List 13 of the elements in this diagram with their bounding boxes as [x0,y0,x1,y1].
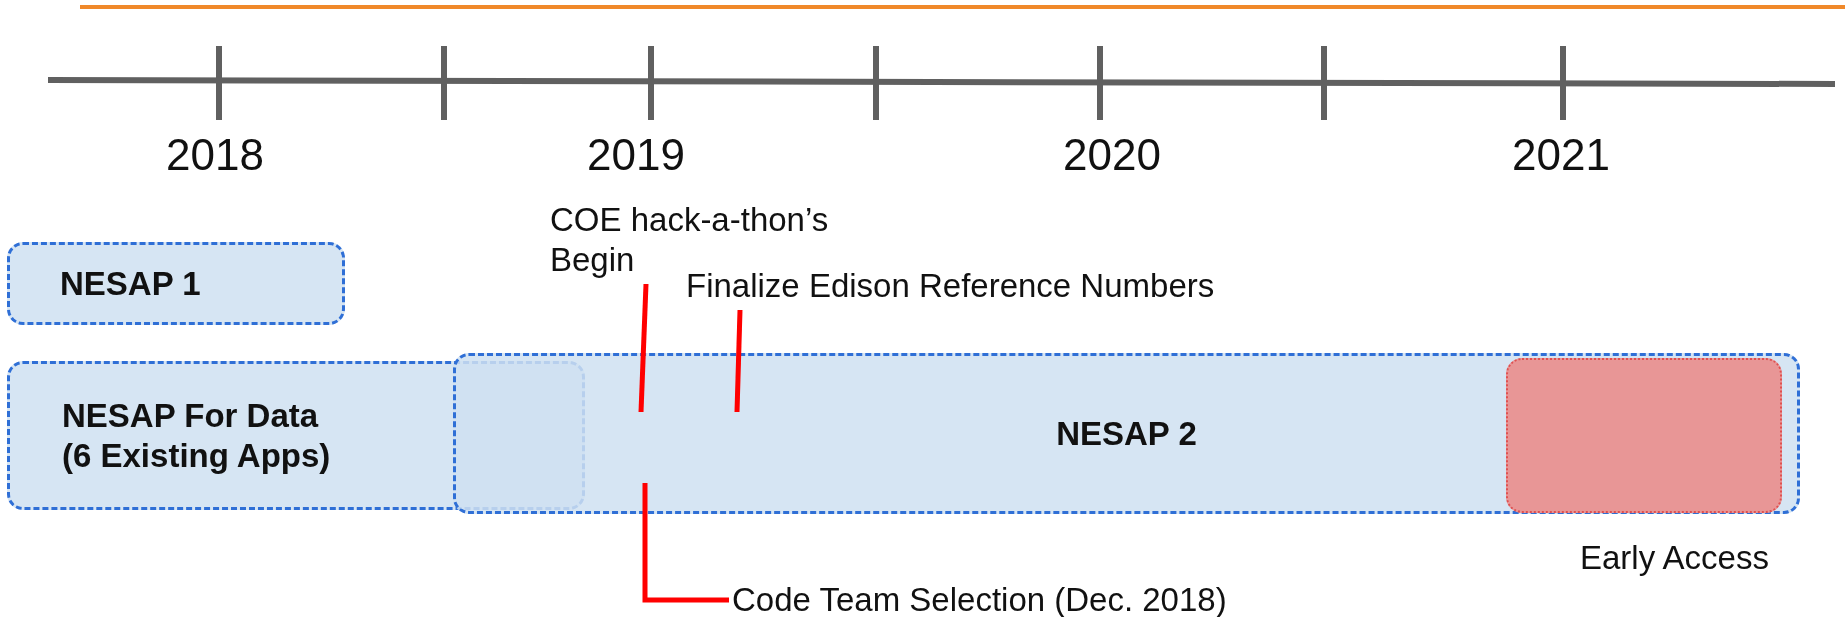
leader-line [734,309,743,413]
leader-line [642,483,729,603]
phase-box [7,242,345,325]
phase-title: NESAP For Data (6 Existing Apps) [62,395,332,476]
year-label: 2019 [587,130,685,180]
phase-title: NESAP 1 [60,263,201,304]
year-label: 2020 [1063,130,1161,180]
year-label: 2021 [1512,130,1610,180]
box-caption: Early Access [1580,538,1769,578]
milestone-text: Finalize Edison Reference Numbers [686,266,1215,306]
phase-title: NESAP 2 [1056,413,1197,454]
year-label: 2018 [166,130,264,180]
leader-line [638,283,649,413]
